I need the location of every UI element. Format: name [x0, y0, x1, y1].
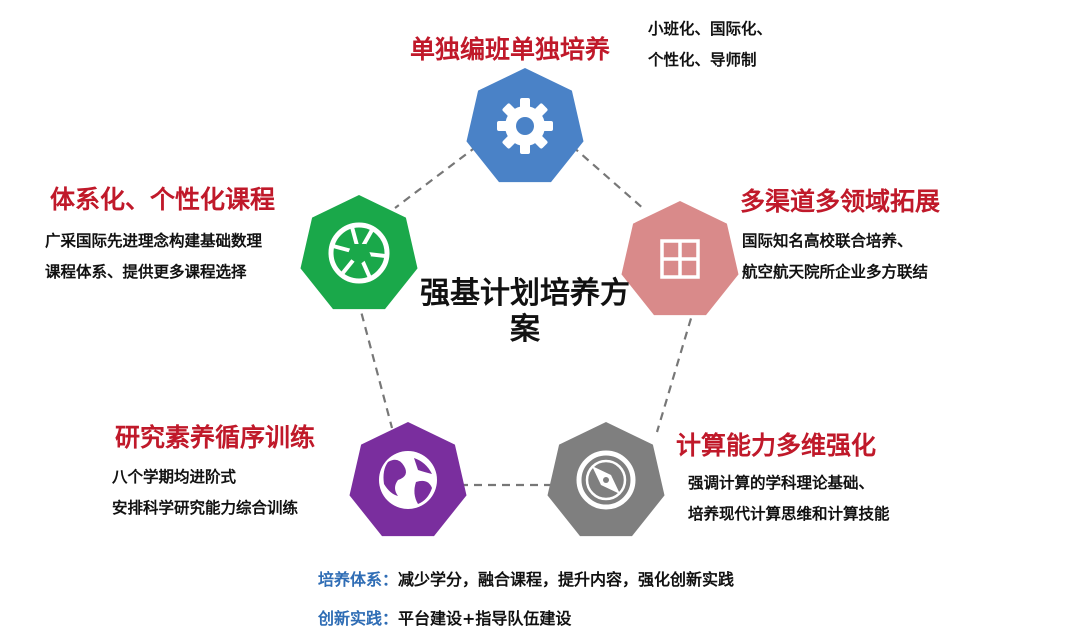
windows-icon	[660, 239, 700, 279]
center-title: 强基计划培养方 案	[400, 276, 650, 348]
node-bottom-left	[349, 422, 467, 537]
node-right-title: 多渠道多领域拓展	[740, 187, 941, 216]
node-bottom-left-desc-line1: 八个学期均进阶式	[112, 468, 237, 486]
node-top	[466, 68, 584, 183]
footer-text-training-system: 减少学分，融合课程，提升内容，强化创新实践	[398, 570, 735, 589]
globe-icon	[379, 451, 437, 509]
footer-label-innovation-practice: 创新实践：	[318, 609, 399, 628]
node-top-desc-line1: 小班化、国际化、	[648, 20, 773, 38]
node-top-desc-line2: 个性化、导师制	[648, 51, 757, 69]
node-bottom-right-desc-line2: 培养现代计算思维和计算技能	[688, 505, 890, 523]
node-bottom-right-title: 计算能力多维强化	[676, 431, 877, 460]
node-left-title: 体系化、个性化课程	[50, 185, 276, 214]
node-bottom-left-desc: 八个学期均进阶式 安排科学研究能力综合训练	[112, 462, 298, 524]
node-left	[300, 195, 418, 310]
node-right-desc-line2: 航空航天院所企业多方联结	[742, 263, 929, 281]
connector-right-bottom	[655, 304, 697, 433]
node-bottom-right-desc: 强调计算的学科理论基础、 培养现代计算思维和计算技能	[688, 468, 890, 530]
center-title-line1: 强基计划培养方	[420, 276, 630, 311]
footer-text-innovation-practice: 平台建设+指导队伍建设	[398, 609, 572, 628]
footer-line-innovation-practice: 创新实践：平台建设+指导队伍建设	[318, 605, 571, 629]
node-top-title: 单独编班单独培养	[410, 35, 611, 64]
pentagon-connector-lines	[356, 145, 697, 487]
node-left-desc-line2: 课程体系、提供更多课程选择	[45, 263, 247, 281]
node-left-desc: 广采国际先进理念构建基础数理 课程体系、提供更多课程选择	[45, 226, 262, 288]
node-bottom-left-title: 研究素养循序训练	[115, 423, 316, 452]
node-left-desc-line1: 广采国际先进理念构建基础数理	[45, 232, 263, 250]
gear-icon	[497, 98, 553, 154]
node-right-desc: 国际知名高校联合培养、 航空航天院所企业多方联结	[742, 226, 928, 288]
node-bottom-right-desc-line1: 强调计算的学科理论基础、	[688, 474, 875, 492]
center-title-line2: 案	[510, 312, 540, 347]
footer-line-training-system: 培养体系：减少学分，融合课程，提升内容，强化创新实践	[318, 566, 734, 590]
shutter-icon	[328, 222, 390, 284]
node-top-desc: 小班化、国际化、 个性化、导师制	[648, 14, 772, 76]
connector-top-left	[394, 145, 478, 209]
footer-label-training-system: 培养体系：	[318, 570, 399, 589]
connector-left-bottom	[356, 299, 394, 429]
node-bottom-left-desc-line2: 安排科学研究能力综合训练	[112, 499, 299, 517]
connector-top-right	[571, 145, 646, 211]
compass-icon	[576, 450, 636, 510]
node-right-desc-line1: 国际知名高校联合培养、	[742, 232, 913, 250]
node-right	[621, 201, 739, 316]
node-bottom-right	[547, 422, 665, 537]
